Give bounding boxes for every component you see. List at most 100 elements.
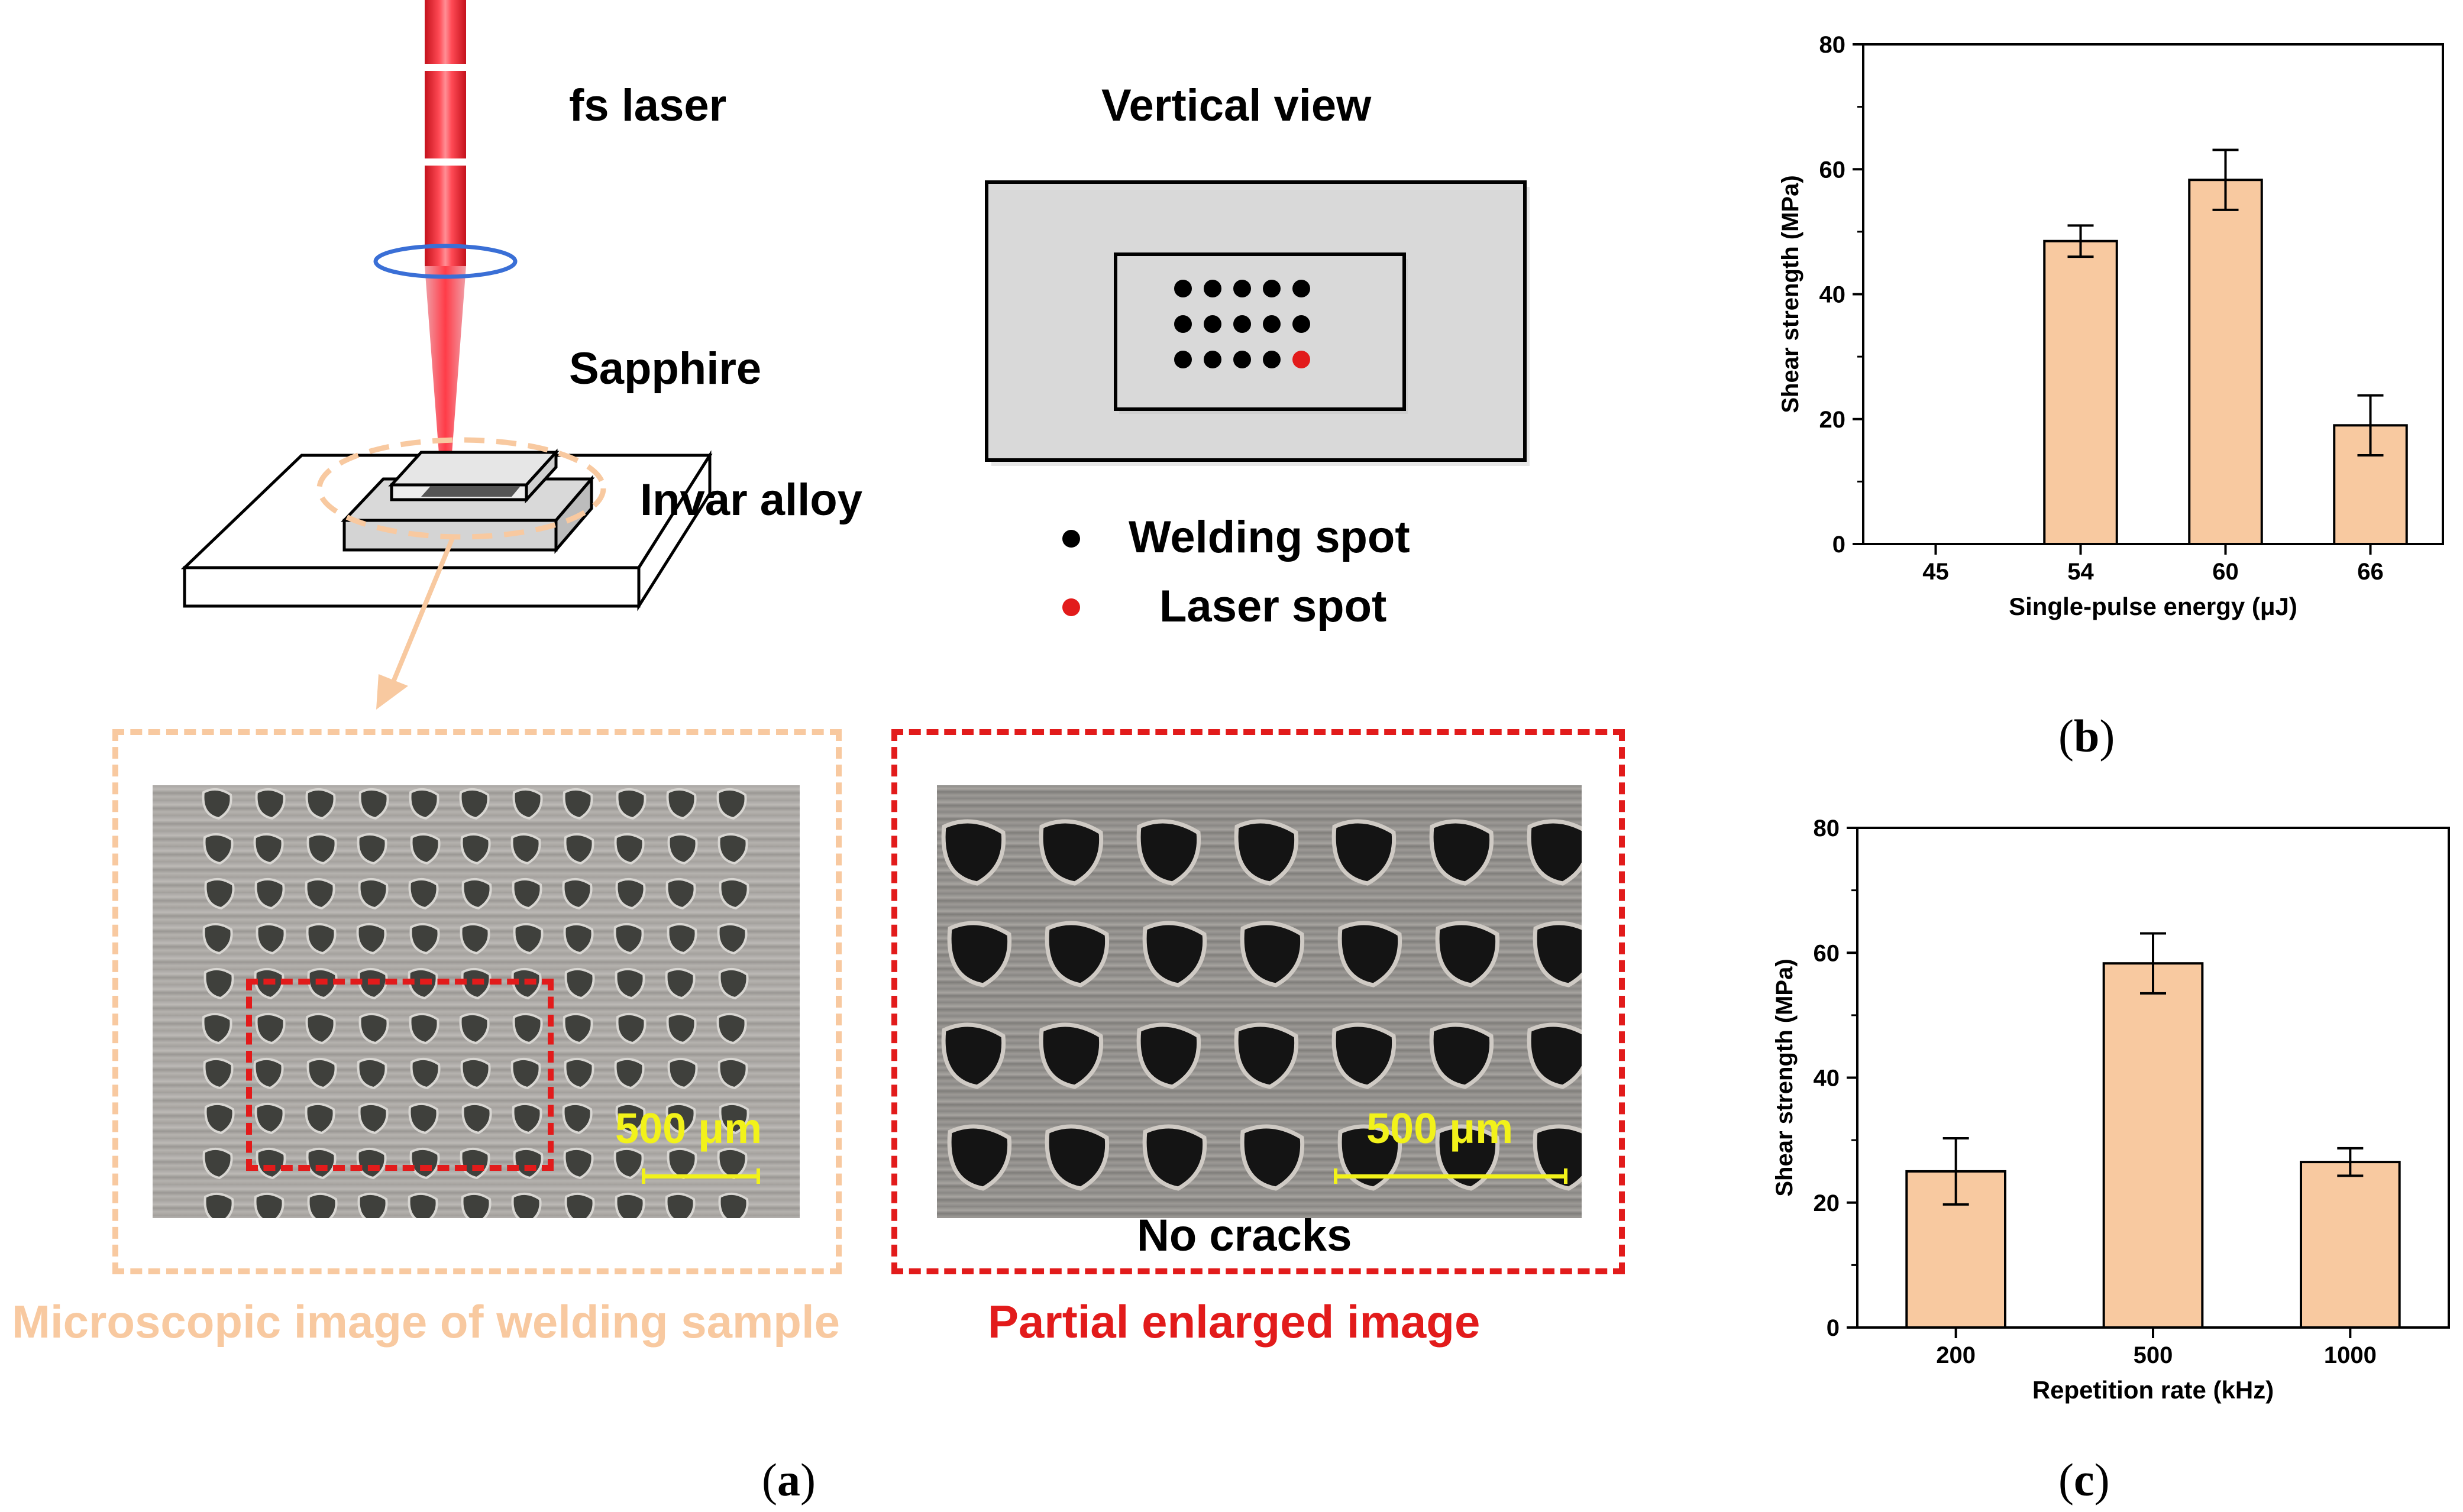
- inner-sample: [1114, 252, 1406, 411]
- weld-spot: [459, 1012, 490, 1045]
- enlarged-weld-spot: [1337, 1124, 1402, 1191]
- y-tick-label: 60: [1819, 157, 1846, 183]
- y-tick-label: 60: [1814, 940, 1840, 966]
- weld-spot: [616, 788, 647, 820]
- highlight-ellipse: [316, 437, 606, 540]
- weld-spot: [512, 1012, 543, 1045]
- enlarged-weld-spot: [1234, 819, 1299, 886]
- laser-beam: [425, 166, 466, 266]
- weld-spot: [615, 967, 645, 1000]
- weld-spot: [665, 1192, 696, 1218]
- laser-beam: [425, 0, 466, 64]
- base-plate-front: [183, 566, 641, 608]
- x-tick-label: 500: [2134, 1342, 2173, 1368]
- y-axis-label: Shear strength (MPa): [1777, 175, 1803, 413]
- y-tick-label: 40: [1819, 282, 1846, 308]
- weld-spot: [253, 1057, 284, 1090]
- enlarged-weld-spot: [947, 1124, 1012, 1191]
- weld-spot: [461, 1102, 492, 1135]
- weld-spot: [357, 1192, 388, 1218]
- scale-bar: [642, 1174, 760, 1178]
- weld-spot: [564, 1057, 594, 1090]
- scale-bar-end: [1564, 1168, 1567, 1184]
- focusing-lens: [373, 244, 518, 279]
- enlarged-weld-spot: [1136, 819, 1201, 886]
- bar: [2300, 1161, 2401, 1329]
- x-tick-label: 60: [2212, 559, 2239, 585]
- weld-spot: [666, 1012, 697, 1045]
- y-tick-label: 80: [1814, 815, 1840, 841]
- weld-spot: [255, 1012, 286, 1045]
- laser-spot-legend-dot: [1062, 598, 1080, 616]
- weld-spot: [305, 1012, 336, 1045]
- weld-spot: [667, 1057, 698, 1090]
- weld-spot: [306, 1057, 337, 1090]
- weld-spot: [358, 788, 389, 820]
- bar: [2043, 239, 2118, 545]
- pointer-arrow-head: [376, 674, 408, 710]
- weld-spot: [358, 878, 389, 910]
- enlarged-weld-spot: [1533, 921, 1582, 988]
- focused-beam-cone: [425, 266, 466, 485]
- weld-spot: [460, 833, 491, 865]
- weld-spot: [665, 878, 696, 910]
- enlarged-weld-spot: [1429, 1022, 1494, 1089]
- weld-spot: [203, 967, 234, 1000]
- weld-spot: [305, 878, 335, 910]
- weld-spot: [409, 1012, 439, 1045]
- weld-spot: [306, 922, 337, 955]
- x-tick-label: 45: [1922, 559, 1949, 585]
- micrograph-frame: [112, 729, 842, 1274]
- weld-spot: [719, 878, 749, 910]
- weld-spot: [667, 1147, 697, 1180]
- weld-spot: [459, 788, 490, 820]
- scale-bar-end: [642, 1168, 645, 1184]
- enlarged-scale-label: 500 μm: [1366, 1105, 1514, 1152]
- enlarged-weld-spots: [941, 819, 1582, 1191]
- enlarged-weld-spot: [947, 921, 1012, 988]
- weld-spot: [666, 788, 697, 820]
- bar: [2102, 962, 2204, 1329]
- weld-spot: [564, 1192, 595, 1218]
- weld-spot: [255, 788, 286, 820]
- weld-spot: [615, 1102, 646, 1135]
- enlarged-weld-spot: [941, 1022, 1006, 1089]
- weld-spot: [667, 922, 697, 955]
- enlarged-weld-spot: [1240, 1124, 1305, 1191]
- weld-spot: [460, 1057, 491, 1090]
- vertical-view-label: Vertical view: [1101, 80, 1372, 131]
- panel-c-label: (c): [2058, 1454, 2110, 1505]
- weld-spot: [203, 1192, 234, 1218]
- enlarged-weld-spot: [1045, 921, 1110, 988]
- weld-spot: [717, 922, 748, 955]
- weld-spot: [564, 967, 595, 1000]
- weld-spot: [254, 1192, 285, 1218]
- enlarged-image: [937, 785, 1582, 1218]
- x-axis-label: Single-pulse energy (μJ): [2009, 593, 2297, 620]
- weld-spot: [202, 922, 233, 955]
- y-tick-label: 20: [1814, 1190, 1840, 1216]
- x-axis-label: Repetition rate (kHz): [2032, 1376, 2274, 1404]
- weld-zone: [421, 486, 521, 497]
- weld-spot: [305, 1102, 335, 1135]
- laser-welding-schematic: [180, 0, 713, 710]
- panel-a-label: (a): [762, 1454, 816, 1505]
- enlarged-weld-spot: [1136, 1022, 1201, 1089]
- weld-spot: [203, 833, 234, 865]
- weld-spot: [204, 1102, 235, 1135]
- weld-spot: [716, 1012, 747, 1045]
- x-tick-label: 66: [2357, 559, 2384, 585]
- enlarged-caption: Partial enlarged image: [988, 1296, 1481, 1348]
- weld-spot: [357, 1057, 387, 1090]
- weld-spot: [562, 878, 593, 910]
- weld-spot: [408, 1192, 438, 1218]
- y-tick-label: 0: [1827, 1315, 1840, 1341]
- enlarged-weld-spot: [1240, 921, 1305, 988]
- weld-spot: [410, 1057, 441, 1090]
- weld-spot: [614, 833, 645, 865]
- weld-spot: [512, 788, 543, 820]
- invar-block-side: [554, 475, 593, 554]
- enlarged-weld-spot: [1142, 921, 1207, 988]
- weld-spot: [718, 967, 749, 1000]
